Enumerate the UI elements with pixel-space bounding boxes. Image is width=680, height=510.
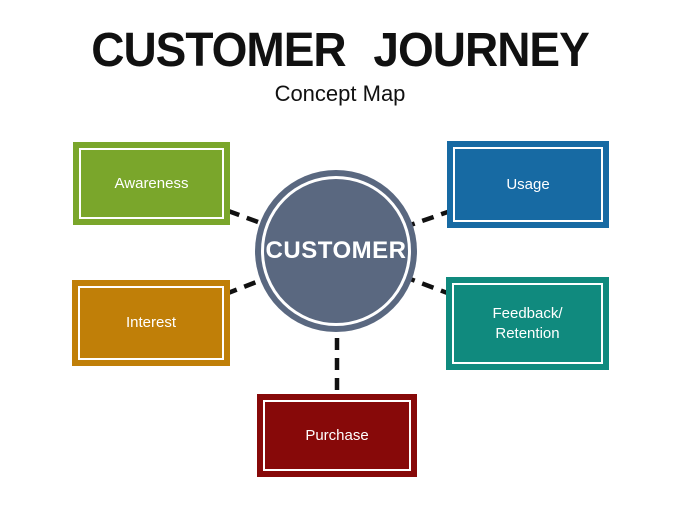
node-customer-hub: CUSTOMER <box>255 170 417 332</box>
node-feedback-retention-label: Feedback/ Retention <box>452 283 603 364</box>
customer-hub-ring: CUSTOMER <box>261 176 411 326</box>
page-title: CUSTOMER JOURNEY <box>91 21 590 77</box>
node-purchase: Purchase <box>257 394 417 477</box>
customer-hub-label: CUSTOMER <box>265 237 407 264</box>
node-awareness-label: Awareness <box>79 148 224 219</box>
node-interest: Interest <box>72 280 230 366</box>
node-awareness: Awareness <box>73 142 230 225</box>
node-interest-label: Interest <box>78 286 224 360</box>
node-usage: Usage <box>447 141 609 228</box>
node-usage-label: Usage <box>453 147 603 222</box>
node-feedback-retention: Feedback/ Retention <box>446 277 609 370</box>
page-subtitle: Concept Map <box>274 81 406 106</box>
node-purchase-label: Purchase <box>263 400 411 471</box>
